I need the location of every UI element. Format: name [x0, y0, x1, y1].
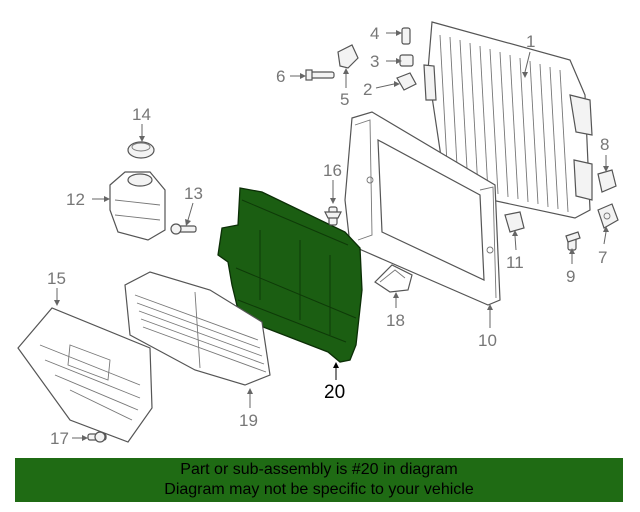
- callout-8: 8: [600, 135, 609, 154]
- part-bracket-5[interactable]: [337, 44, 359, 69]
- callout-14: 14: [132, 105, 151, 124]
- callout-17: 17: [50, 429, 69, 448]
- callout-5: 5: [340, 90, 349, 109]
- callout-9: 9: [566, 267, 575, 286]
- callout-6: 6: [276, 67, 285, 86]
- part-mount-2[interactable]: [396, 72, 417, 91]
- callout-12: 12: [66, 190, 85, 209]
- callout-7: 7: [598, 248, 607, 267]
- part-bolt-9[interactable]: [565, 231, 581, 251]
- part-bolt-17[interactable]: [87, 431, 107, 443]
- part-bushing-3[interactable]: [399, 54, 414, 67]
- part-bolt-6[interactable]: [305, 69, 335, 81]
- parts-diagram: 1 2 3 4 5 6 7 8 9 10 11 12 13 14 15 16 1…: [17, 21, 619, 448]
- callout-numbers: 1 2 3 4 5 6 7 8 9 10 11 12 13 14 15 16 1…: [47, 24, 609, 448]
- part-pin-16[interactable]: [324, 206, 342, 226]
- part-grille-shutter[interactable]: [124, 271, 271, 386]
- part-lower-shield[interactable]: [17, 307, 153, 443]
- callout-13: 13: [184, 184, 203, 203]
- callout-4: 4: [370, 24, 379, 43]
- callout-2: 2: [363, 80, 372, 99]
- callout-11: 11: [506, 253, 524, 272]
- leader-lines: [54, 30, 609, 441]
- callout-18: 18: [386, 311, 405, 330]
- callout-20: 20: [324, 382, 345, 403]
- info-banner: Part or sub-assembly is #20 in diagram D…: [15, 458, 623, 502]
- part-18-bracket[interactable]: [374, 264, 413, 293]
- banner-line-1: Part or sub-assembly is #20 in diagram: [180, 461, 458, 478]
- part-pin-4[interactable]: [401, 27, 411, 45]
- callout-16: 16: [323, 161, 342, 180]
- part-coolant-reservoir[interactable]: [109, 171, 166, 241]
- part-bolt-13[interactable]: [170, 223, 197, 235]
- part-clip-8[interactable]: [597, 169, 617, 193]
- part-sensor-7[interactable]: [597, 203, 619, 229]
- callout-19: 19: [239, 411, 258, 430]
- callout-10: 10: [478, 331, 497, 350]
- banner-line-2: Diagram may not be specific to your vehi…: [164, 481, 474, 498]
- callout-15: 15: [47, 269, 66, 288]
- callout-3: 3: [370, 52, 379, 71]
- part-clip-11[interactable]: [504, 211, 525, 233]
- callout-1: 1: [526, 32, 535, 51]
- part-radiator-support[interactable]: [344, 111, 501, 306]
- part-reservoir-cap[interactable]: [127, 141, 155, 159]
